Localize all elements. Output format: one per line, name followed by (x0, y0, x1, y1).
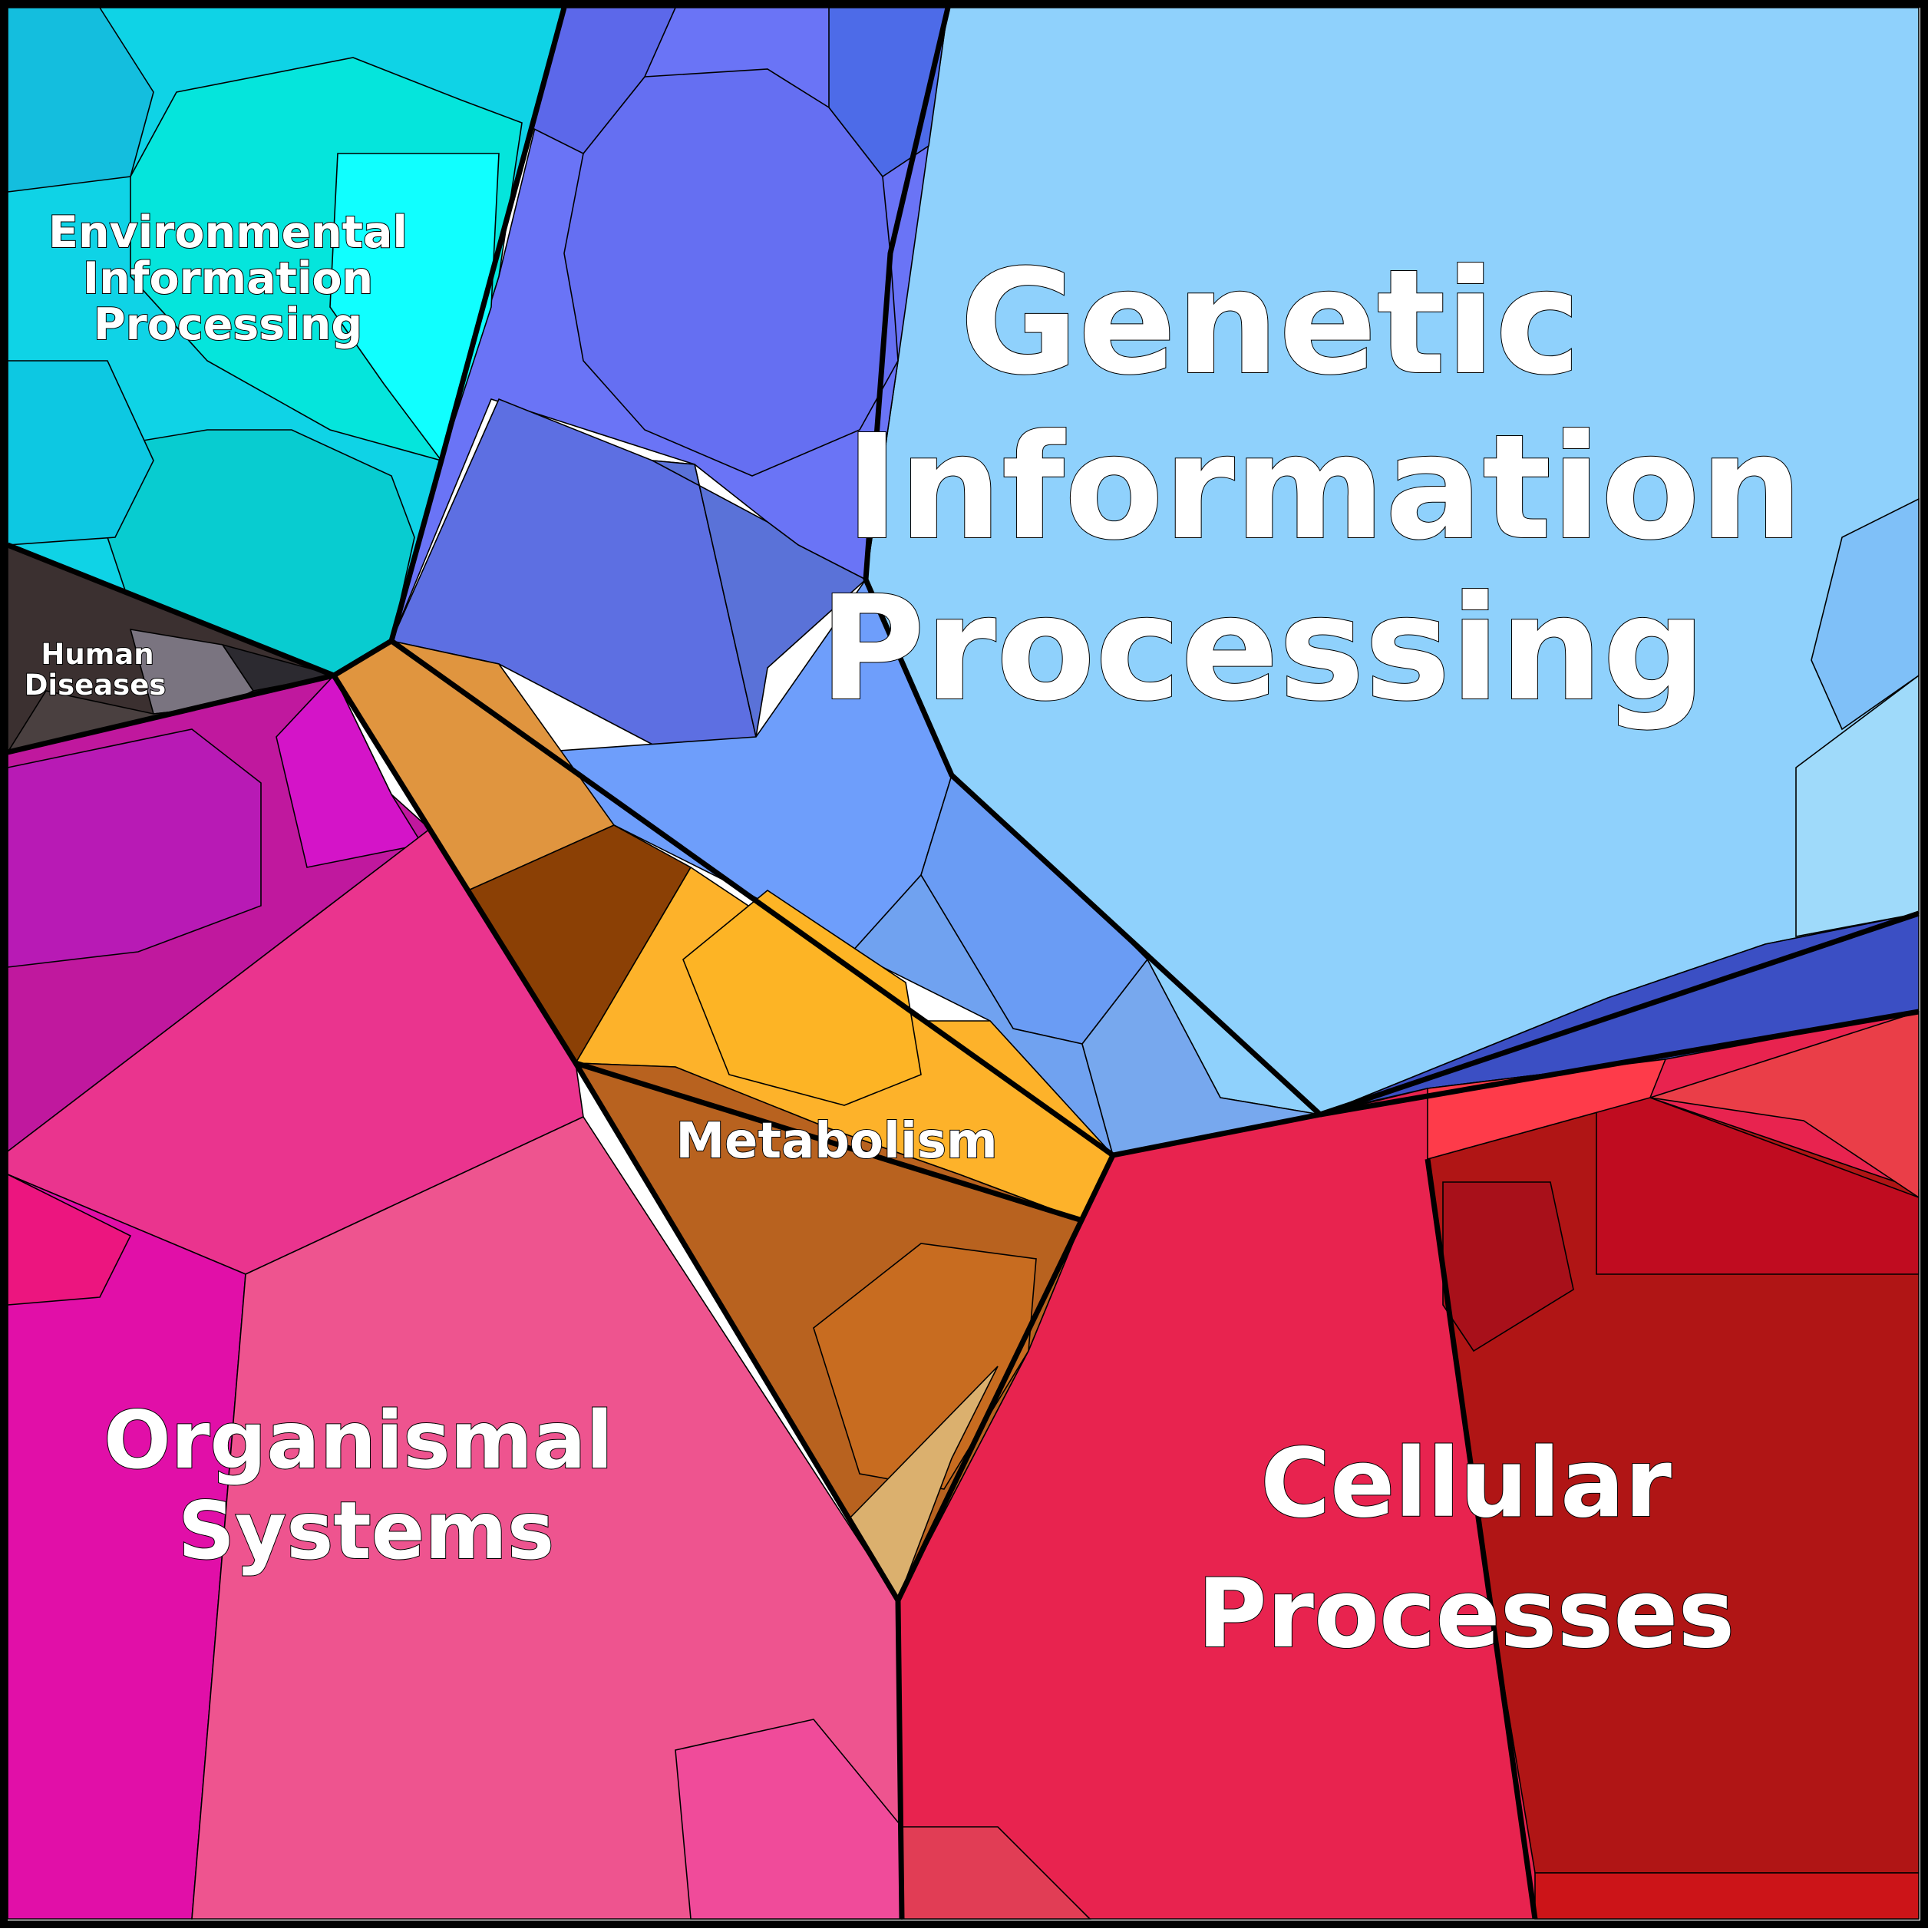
genetic-cell (1081, 958, 1321, 1156)
genetic-cell (1811, 497, 1920, 731)
organismal-label-line-1: Organismal (104, 1395, 613, 1487)
environmental-label-line-2: Information (83, 253, 373, 304)
region-genetic-information-processing (390, 7, 1920, 1156)
genetic-label-line-3: Processing (819, 565, 1705, 733)
genetic-label-line-2: Information (845, 404, 1803, 572)
region-cellular-processes (897, 1010, 1920, 1920)
environmental-label-line-1: Environmental (48, 207, 408, 258)
cellular-cell (1534, 1872, 1920, 1920)
human-diseases-label-line-2: Diseases (25, 669, 167, 702)
genetic-cell (652, 460, 867, 738)
cellular-cell (1649, 1010, 1920, 1199)
region-organismal-systems (7, 674, 903, 1920)
genetic-label-line-1: Genetic (960, 239, 1581, 407)
metabolism-cell (682, 890, 922, 1106)
environmental-label-line-3: Processing (94, 299, 362, 350)
metabolism-label: Metabolism (675, 1113, 997, 1170)
human-diseases-label-line-1: Human (41, 638, 154, 671)
cellular-label-line-1: Cellular (1260, 1428, 1672, 1539)
organismal-cell (276, 674, 424, 868)
cellular-label-line-2: Processes (1197, 1559, 1735, 1669)
labels: Genetic Information Processing Cellular … (24, 206, 1804, 1670)
organismal-label-line-2: Systems (178, 1485, 554, 1577)
region-environmental-information-processing (7, 7, 566, 676)
